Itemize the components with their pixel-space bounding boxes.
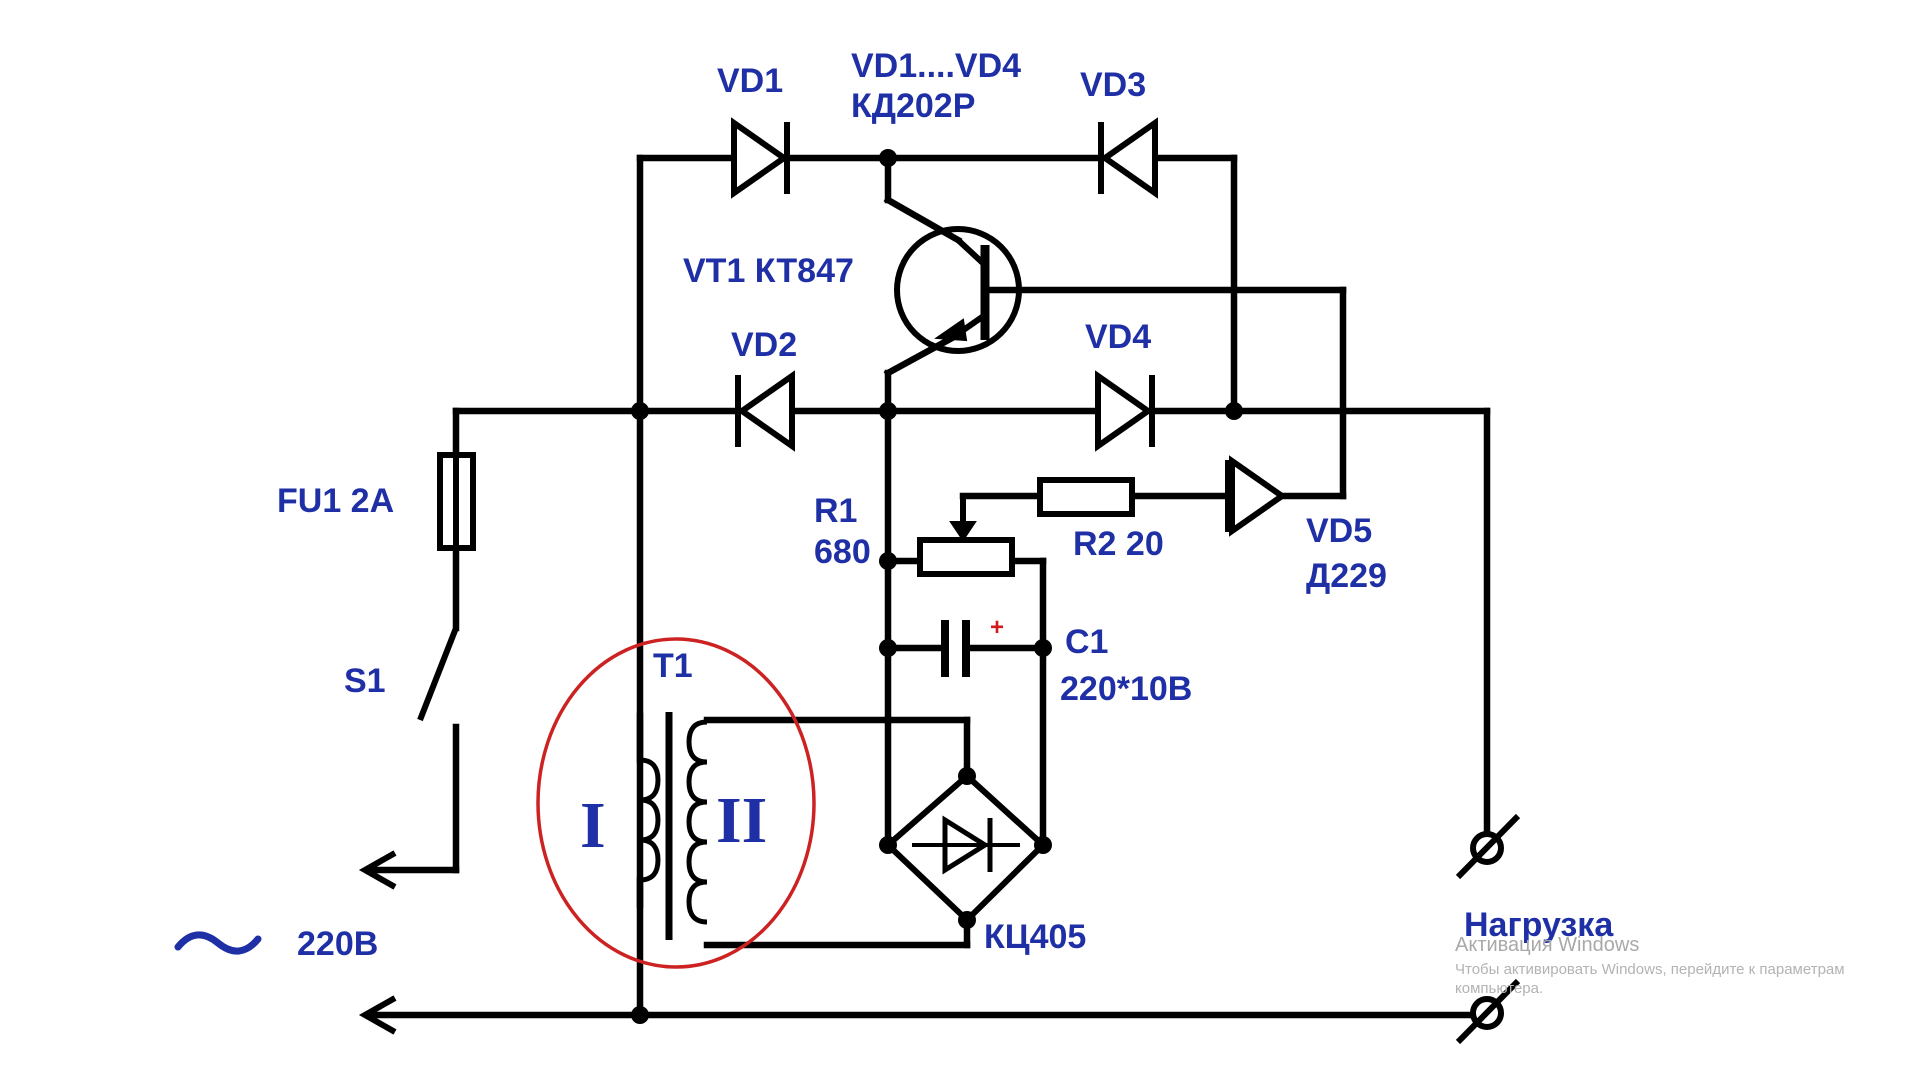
ac-tilde-icon: ~: [0, 0, 262, 955]
label-r1: R1: [814, 492, 857, 530]
watermark-line1: Чтобы активировать Windows, перейдите к …: [1455, 961, 1845, 978]
label-vd-type: КД202Р: [851, 87, 975, 125]
label-r2: R2 20: [1073, 525, 1164, 563]
highlight-ellipse: [536, 637, 816, 969]
label-winding-primary: I: [580, 789, 606, 862]
bridge-rectifier: [883, 771, 1048, 925]
load-terminal-top: [1455, 813, 1521, 880]
watermark-title: Активация Windows: [1455, 934, 1639, 956]
label-c1-value: 220*10В: [1060, 670, 1192, 708]
label-r1-value: 680: [814, 533, 871, 571]
mains-arrow-top: [358, 850, 397, 890]
junction-dot: [631, 1006, 649, 1024]
label-vd5-type: Д229: [1306, 557, 1387, 595]
junction-dot: [879, 639, 897, 657]
mains-arrow-bottom: [358, 995, 397, 1035]
junction-dot: [879, 552, 897, 570]
label-mains-voltage: 220В: [297, 925, 378, 963]
junction-dot: [1225, 402, 1243, 420]
wires: [366, 154, 1491, 1019]
junction-dot: [1034, 639, 1052, 657]
switch-s1: [417, 626, 459, 722]
diode-vd3: [1098, 117, 1158, 199]
label-vd1: VD1: [717, 62, 783, 100]
transistor-vt1: [894, 226, 1022, 354]
junction-dot: [879, 836, 897, 854]
label-vt1: VT1 КТ847: [683, 252, 854, 290]
potentiometer-r1: [917, 496, 1015, 577]
diode-vd1: [731, 117, 790, 199]
watermark-line2: компьютера.: [1455, 980, 1543, 997]
label-bridge: КЦ405: [984, 918, 1086, 956]
label-vd4: VD4: [1085, 318, 1151, 356]
junction-dot: [1034, 836, 1052, 854]
mains-symbol-text: ~: [0, 0, 1, 1]
junction-dot: [958, 767, 976, 785]
diode-vd2: [735, 370, 795, 452]
label-c1: C1: [1065, 623, 1108, 661]
label-fu1: FU1 2А: [277, 482, 394, 520]
fuse-fu1: [437, 452, 476, 551]
label-vd2: VD2: [731, 326, 797, 364]
transformer-t1: [639, 712, 708, 940]
c1-polarity-plus: +: [990, 614, 1004, 641]
label-vd-group: VD1....VD4: [851, 47, 1021, 85]
label-t1: T1: [653, 647, 693, 685]
load-terminal-bottom: [1455, 978, 1521, 1045]
junction-dot: [879, 149, 897, 167]
resistor-r2: [1037, 477, 1135, 517]
junction-dot: [958, 911, 976, 929]
label-s1: S1: [344, 662, 386, 700]
label-vd3: VD3: [1080, 66, 1146, 104]
junction-dots: [631, 149, 1243, 1024]
label-winding-secondary: II: [716, 784, 767, 857]
junction-dot: [631, 402, 649, 420]
label-vd5: VD5: [1306, 512, 1372, 550]
junction-dot: [879, 402, 897, 420]
capacitor-c1: [941, 620, 970, 677]
label-load: Нагрузка: [1464, 906, 1614, 944]
diode-vd5: [1225, 455, 1288, 537]
diode-vd4: [1095, 370, 1155, 452]
